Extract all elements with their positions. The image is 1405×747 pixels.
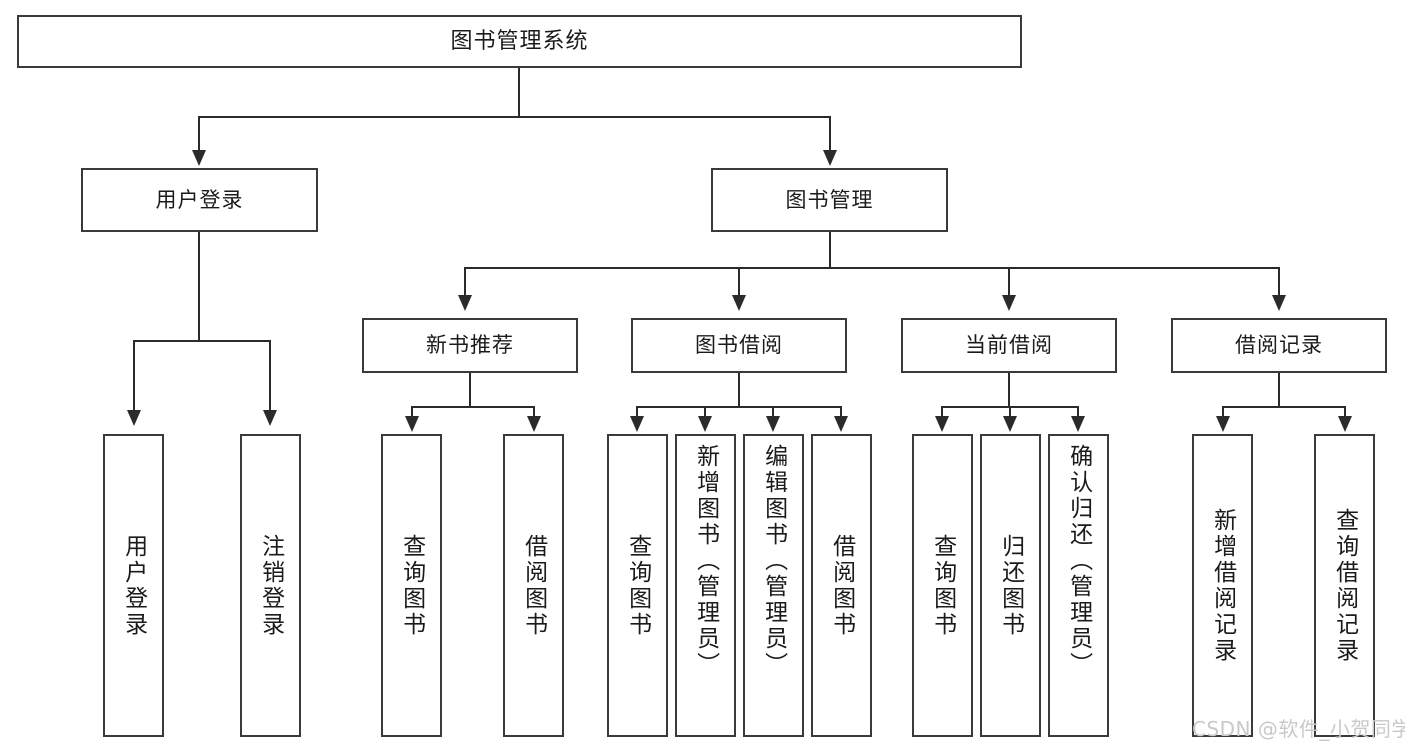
leaf-recommend-borrow-book[interactable]: 借阅图书 <box>503 434 564 737</box>
connector-record-leaf-1 <box>1222 406 1224 418</box>
node-book-management[interactable]: 图书管理 <box>711 168 948 232</box>
node-label: 查询图书 <box>929 533 956 638</box>
arrowhead-root-to-user-login <box>192 150 206 166</box>
arrowhead-borrow-leaf-2 <box>698 416 712 432</box>
connector-book-mgmt-stem <box>829 232 831 269</box>
node-label: 图书管理系统 <box>450 28 589 54</box>
connector-root-stem <box>518 68 520 117</box>
leaf-record-query-record[interactable]: 查询借阅记录 <box>1314 434 1375 737</box>
connector-book-mgmt-to-current <box>1008 267 1010 297</box>
arrowhead-current-leaf-1 <box>935 416 949 432</box>
arrowhead-current-leaf-2 <box>1003 416 1017 432</box>
leaf-borrow-borrow-book[interactable]: 借阅图书 <box>811 434 872 737</box>
arrowhead-borrow-leaf-3 <box>766 416 780 432</box>
leaf-current-return-book[interactable]: 归还图书 <box>980 434 1041 737</box>
arrowhead-root-to-book-mgmt <box>823 150 837 166</box>
node-label: 确认归还（管理员） <box>1065 444 1092 678</box>
leaf-recommend-query-book[interactable]: 查询图书 <box>381 434 442 737</box>
connector-borrow-stem <box>738 373 740 408</box>
connector-current-leaf-3 <box>1077 406 1079 418</box>
node-label: 新增图书（管理员） <box>692 444 719 678</box>
node-label: 借阅图书 <box>828 533 855 638</box>
connector-record-bus <box>1222 406 1346 408</box>
node-label: 新书推荐 <box>426 333 514 358</box>
node-label: 新增借阅记录 <box>1209 507 1236 664</box>
connector-current-leaf-2 <box>1009 406 1011 418</box>
watermark-text: CSDN @软件_小贺同学 <box>1192 717 1405 741</box>
node-label: 注销登录 <box>257 533 284 638</box>
connector-user-login-bus <box>133 340 271 342</box>
connector-current-stem <box>1008 373 1010 408</box>
node-label: 图书管理 <box>785 187 874 212</box>
connector-recommend-leaf-2 <box>533 406 535 418</box>
node-user-login[interactable]: 用户登录 <box>81 168 318 232</box>
arrowhead-user-login-leaf-2 <box>263 410 277 426</box>
arrowhead-book-mgmt-to-borrow <box>732 295 746 311</box>
node-label: 借阅记录 <box>1235 333 1323 358</box>
node-label: 用户登录 <box>155 187 244 212</box>
arrowhead-recommend-leaf-1 <box>405 416 419 432</box>
arrowhead-book-mgmt-to-recommend <box>458 295 472 311</box>
connector-book-mgmt-bus <box>464 267 1280 269</box>
connector-user-login-stem <box>198 232 200 342</box>
arrowhead-record-leaf-1 <box>1216 416 1230 432</box>
arrowhead-borrow-leaf-4 <box>834 416 848 432</box>
connector-user-login-leaf-2 <box>269 340 271 412</box>
leaf-current-confirm-return[interactable]: 确认归还（管理员） <box>1048 434 1109 737</box>
node-current-borrow[interactable]: 当前借阅 <box>901 318 1117 373</box>
connector-book-mgmt-to-borrow <box>738 267 740 297</box>
arrowhead-user-login-leaf-1 <box>127 410 141 426</box>
connector-recommend-bus <box>411 406 535 408</box>
arrowhead-book-mgmt-to-record <box>1272 295 1286 311</box>
node-label: 查询图书 <box>398 533 425 638</box>
node-label: 查询图书 <box>624 533 651 638</box>
arrowhead-borrow-leaf-1 <box>630 416 644 432</box>
node-label: 归还图书 <box>997 533 1024 638</box>
connector-root-to-book-mgmt <box>829 116 831 152</box>
connector-record-leaf-2 <box>1344 406 1346 418</box>
node-borrow-record[interactable]: 借阅记录 <box>1171 318 1387 373</box>
arrowhead-current-leaf-3 <box>1071 416 1085 432</box>
connector-borrow-leaf-2 <box>704 406 706 418</box>
leaf-borrow-add-book[interactable]: 新增图书（管理员） <box>675 434 736 737</box>
node-label: 用户登录 <box>120 533 147 638</box>
node-book-borrow[interactable]: 图书借阅 <box>631 318 847 373</box>
connector-borrow-leaf-3 <box>772 406 774 418</box>
connector-book-mgmt-to-recommend <box>464 267 466 297</box>
leaf-record-add-record[interactable]: 新增借阅记录 <box>1192 434 1253 737</box>
leaf-current-query-book[interactable]: 查询图书 <box>912 434 973 737</box>
node-root-system[interactable]: 图书管理系统 <box>17 15 1022 68</box>
connector-recommend-leaf-1 <box>411 406 413 418</box>
connector-borrow-leaf-4 <box>840 406 842 418</box>
arrowhead-record-leaf-2 <box>1338 416 1352 432</box>
node-label: 当前借阅 <box>965 333 1053 358</box>
arrowhead-recommend-leaf-2 <box>527 416 541 432</box>
node-new-book-recommend[interactable]: 新书推荐 <box>362 318 578 373</box>
node-label: 图书借阅 <box>695 333 783 358</box>
connector-user-login-leaf-1 <box>133 340 135 412</box>
leaf-user-login-logout[interactable]: 注销登录 <box>240 434 301 737</box>
connector-current-leaf-1 <box>941 406 943 418</box>
connector-book-mgmt-to-record <box>1278 267 1280 297</box>
connector-recommend-stem <box>469 373 471 408</box>
leaf-borrow-query-book[interactable]: 查询图书 <box>607 434 668 737</box>
connector-root-to-user-login <box>198 116 200 152</box>
connector-record-stem <box>1278 373 1280 408</box>
leaf-borrow-edit-book[interactable]: 编辑图书（管理员） <box>743 434 804 737</box>
node-label: 编辑图书（管理员） <box>760 444 787 678</box>
leaf-user-login-login[interactable]: 用户登录 <box>103 434 164 737</box>
node-label: 借阅图书 <box>520 533 547 638</box>
arrowhead-book-mgmt-to-current <box>1002 295 1016 311</box>
connector-root-bus <box>198 116 831 118</box>
connector-borrow-leaf-1 <box>636 406 638 418</box>
node-label: 查询借阅记录 <box>1331 507 1358 664</box>
connector-borrow-bus <box>636 406 842 408</box>
